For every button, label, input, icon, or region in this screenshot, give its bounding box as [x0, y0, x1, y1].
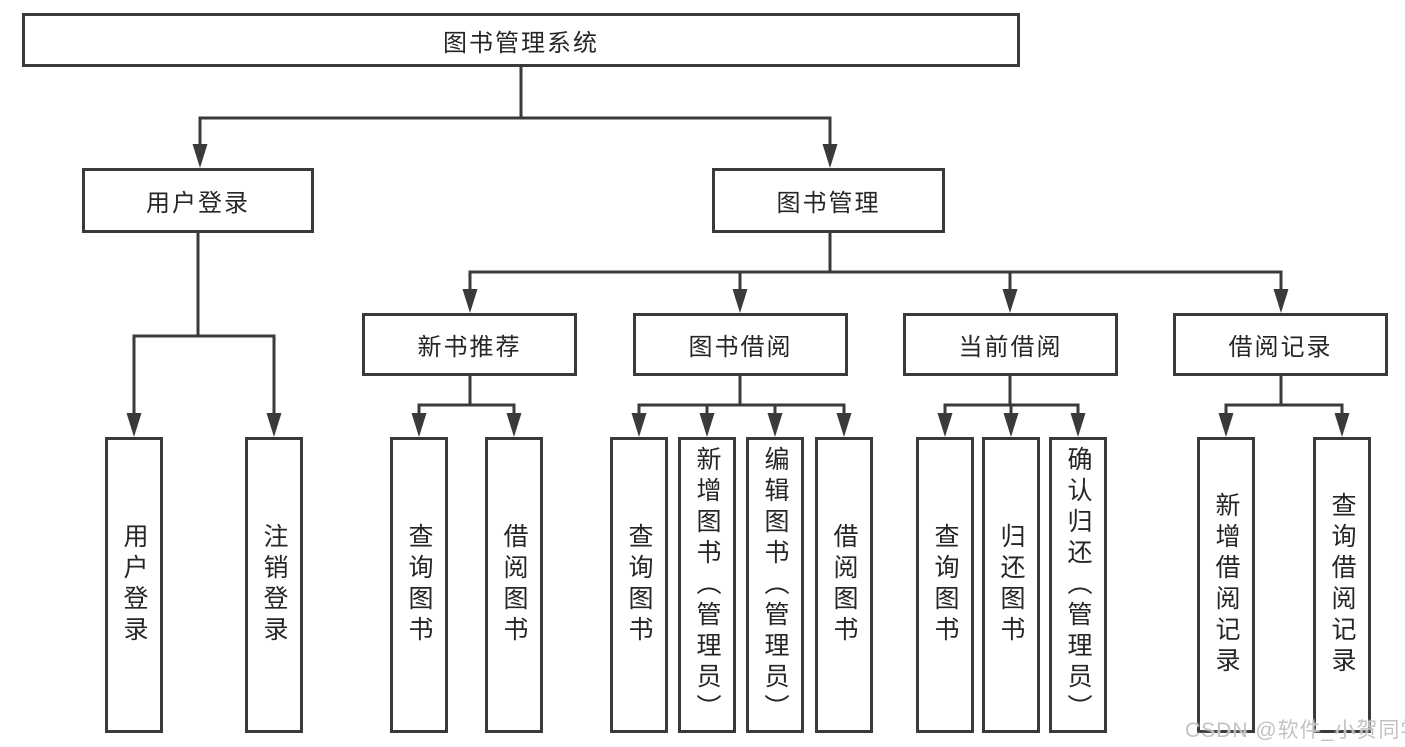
node-root: 图书管理系统 — [22, 13, 1020, 67]
leaf-logout-login: 注销登录 — [245, 437, 303, 733]
leaf-borrow-books-borrow: 借阅图书 — [815, 437, 873, 733]
node-user-login: 用户登录 — [82, 168, 314, 233]
node-user-login-label: 用户登录 — [146, 190, 250, 217]
node-book-mgmt: 图书管理 — [712, 168, 945, 233]
connector-stems — [132, 66, 1344, 415]
leaf-query-books-newbooks: 查询图书 — [390, 437, 448, 733]
leaf-query-books-borrow: 查询图书 — [610, 437, 668, 733]
csdn-watermark: CSDN @软件_小贺同学 — [1185, 719, 1405, 742]
node-borrow-records: 借阅记录 — [1173, 313, 1388, 376]
node-borrow-records-label: 借阅记录 — [1228, 334, 1333, 361]
leaf-add-books-admin: 新增图书（管理员） — [678, 437, 736, 733]
node-current-borrow-label: 当前借阅 — [958, 334, 1063, 361]
node-book-borrow-label: 图书借阅 — [688, 334, 793, 361]
node-new-books-label: 新书推荐 — [417, 334, 522, 361]
node-book-borrow: 图书借阅 — [633, 313, 848, 376]
leaf-query-books-current: 查询图书 — [916, 437, 974, 733]
node-current-borrow: 当前借阅 — [903, 313, 1118, 376]
leaf-confirm-return-admin: 确认归还（管理员） — [1049, 437, 1107, 733]
leaf-return-books: 归还图书 — [982, 437, 1040, 733]
leaf-user-login: 用户登录 — [105, 437, 163, 733]
node-new-books: 新书推荐 — [362, 313, 577, 376]
leaf-edit-books-admin: 编辑图书（管理员） — [746, 437, 804, 733]
node-book-mgmt-label: 图书管理 — [776, 190, 881, 217]
leaf-borrow-books-newbooks: 借阅图书 — [485, 437, 543, 733]
node-root-label: 图书管理系统 — [443, 29, 599, 57]
arrowheads — [126, 144, 1350, 437]
leaf-add-borrow-record: 新增借阅记录 — [1197, 437, 1255, 733]
leaf-query-borrow-record: 查询借阅记录 — [1313, 437, 1371, 733]
